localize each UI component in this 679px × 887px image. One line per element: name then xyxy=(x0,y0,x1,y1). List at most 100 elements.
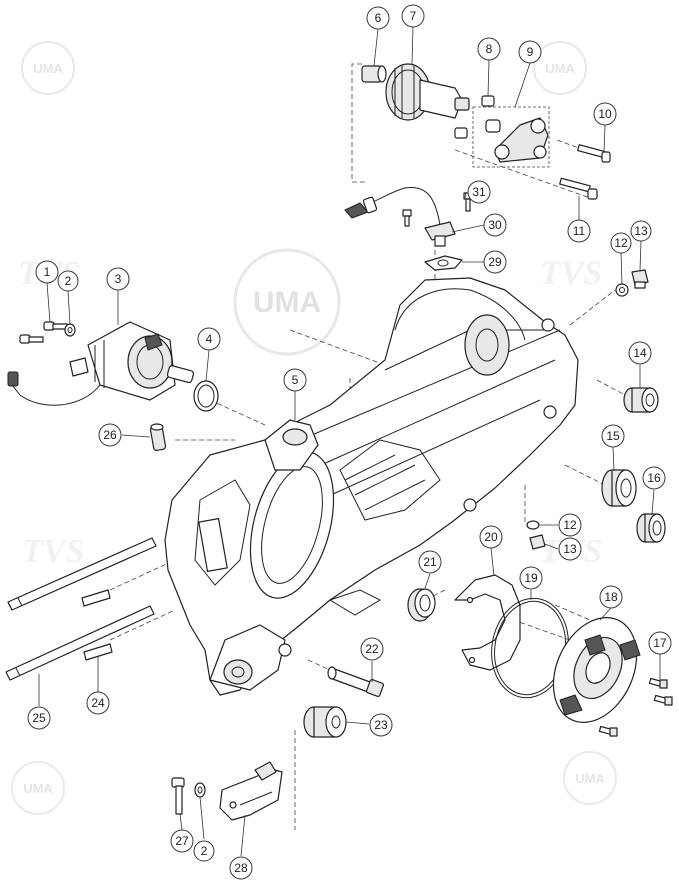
part-12-washer-lower xyxy=(526,520,540,530)
callout-label: 2 xyxy=(65,274,72,288)
callout-15: 15 xyxy=(601,424,625,448)
part-18-cover xyxy=(552,617,641,723)
callout-24: 24 xyxy=(86,691,110,715)
callout-25: 25 xyxy=(27,706,51,730)
callout-12-lower: 12 xyxy=(558,513,582,537)
callouts: 6 7 8 9 10 11 31 30 29 1 2 3 4 5 26 12 1… xyxy=(27,4,672,880)
callout-label: 6 xyxy=(375,11,382,25)
part-29-gasket xyxy=(424,255,463,271)
callout-30: 30 xyxy=(483,213,507,237)
callout-label: 13 xyxy=(634,224,648,238)
callout-19: 19 xyxy=(519,566,543,590)
callout-7: 7 xyxy=(401,4,425,28)
part-10-bolt xyxy=(577,144,611,163)
part-22-shaft xyxy=(327,666,385,698)
part-21-oil-seal xyxy=(407,588,436,622)
tvs-watermark: TVS xyxy=(540,255,602,292)
part-6-bush xyxy=(361,65,387,83)
callout-label: 4 xyxy=(206,332,213,346)
callout-label: 30 xyxy=(488,218,502,232)
callout-8: 8 xyxy=(477,37,501,61)
part-12-washer xyxy=(615,283,629,297)
callout-17: 17 xyxy=(648,631,672,655)
part-23-bush xyxy=(303,706,347,738)
callout-label: 12 xyxy=(563,518,577,532)
crankcase-housing xyxy=(164,277,579,696)
tvs-watermark: TVS xyxy=(22,533,84,570)
callout-4: 4 xyxy=(197,327,221,351)
callout-label: 1 xyxy=(44,265,51,279)
callout-label: 26 xyxy=(103,428,117,442)
part-26-dowel xyxy=(149,423,167,451)
callout-label: 8 xyxy=(486,42,493,56)
part-16-bearing xyxy=(636,513,666,543)
callout-16: 16 xyxy=(642,466,666,490)
callout-21: 21 xyxy=(418,550,442,574)
part-31-bolt xyxy=(402,192,473,227)
callout-10: 10 xyxy=(593,102,617,126)
callout-11: 11 xyxy=(567,219,591,243)
part-9-idle-assembly xyxy=(472,106,550,168)
callout-26: 26 xyxy=(98,423,122,447)
parts xyxy=(5,63,673,821)
callout-5: 5 xyxy=(283,368,307,392)
part-7-starter-drive xyxy=(385,63,470,121)
callout-label: 18 xyxy=(604,590,618,604)
callout-13-lower: 13 xyxy=(558,537,582,561)
part-17-screw xyxy=(598,677,673,737)
callout-3: 3 xyxy=(106,267,130,291)
part-28-bracket xyxy=(219,761,283,821)
callout-9: 9 xyxy=(518,40,542,64)
uma-logo-text: UMA xyxy=(33,61,63,76)
callout-label: 20 xyxy=(484,530,498,544)
callout-22: 22 xyxy=(360,637,384,661)
part-15-bearing xyxy=(601,469,637,507)
callout-1: 1 xyxy=(35,260,59,284)
callout-label: 19 xyxy=(524,571,538,585)
callout-12: 12 xyxy=(610,232,632,254)
part-20-plate xyxy=(454,574,521,671)
uma-logo-watermark: UMA xyxy=(233,248,341,356)
part-4-o-ring xyxy=(193,380,219,412)
callout-label: 9 xyxy=(527,45,534,59)
callout-label: 22 xyxy=(365,642,379,656)
part-1-bolt xyxy=(19,321,68,344)
callout-label: 5 xyxy=(292,373,299,387)
callout-label: 11 xyxy=(573,224,586,238)
callout-label: 12 xyxy=(614,236,628,250)
callout-13: 13 xyxy=(630,220,652,242)
callout-2: 2 xyxy=(57,270,79,292)
uma-logo-watermark: UMA xyxy=(563,751,617,805)
uma-logo-text: UMA xyxy=(253,286,321,319)
part-30-sensor xyxy=(424,221,456,247)
callout-label: 14 xyxy=(633,346,647,360)
sensor-wire xyxy=(344,186,441,226)
part-14-bush xyxy=(623,387,659,413)
callout-label: 3 xyxy=(115,272,122,286)
part-2-washer-lower xyxy=(194,782,206,798)
part-3-starter-motor xyxy=(7,321,195,406)
part-13-plug-lower xyxy=(529,534,546,550)
callout-label: 16 xyxy=(647,471,661,485)
callout-23: 23 xyxy=(369,713,393,737)
callout-27: 27 xyxy=(170,829,194,853)
callout-label: 24 xyxy=(91,696,105,710)
uma-logo-text: UMA xyxy=(23,781,53,796)
callout-6: 6 xyxy=(366,6,390,30)
part-27-bolt xyxy=(171,777,185,815)
callout-label: 25 xyxy=(32,711,46,725)
part-13-plug xyxy=(631,269,649,289)
callout-label: 21 xyxy=(423,555,437,569)
callout-2-lower: 2 xyxy=(193,840,215,862)
uma-logo-watermark: UMA xyxy=(11,761,65,815)
callout-label: 17 xyxy=(653,636,667,650)
part-25-stud xyxy=(5,537,157,681)
callout-label: 7 xyxy=(410,9,417,23)
callout-label: 2 xyxy=(201,844,208,858)
callout-label: 27 xyxy=(175,834,189,848)
uma-logo-watermark: UMA xyxy=(533,41,587,95)
uma-logo-text: UMA xyxy=(575,771,605,786)
callout-label: 31 xyxy=(472,185,486,199)
callout-20: 20 xyxy=(479,525,503,549)
